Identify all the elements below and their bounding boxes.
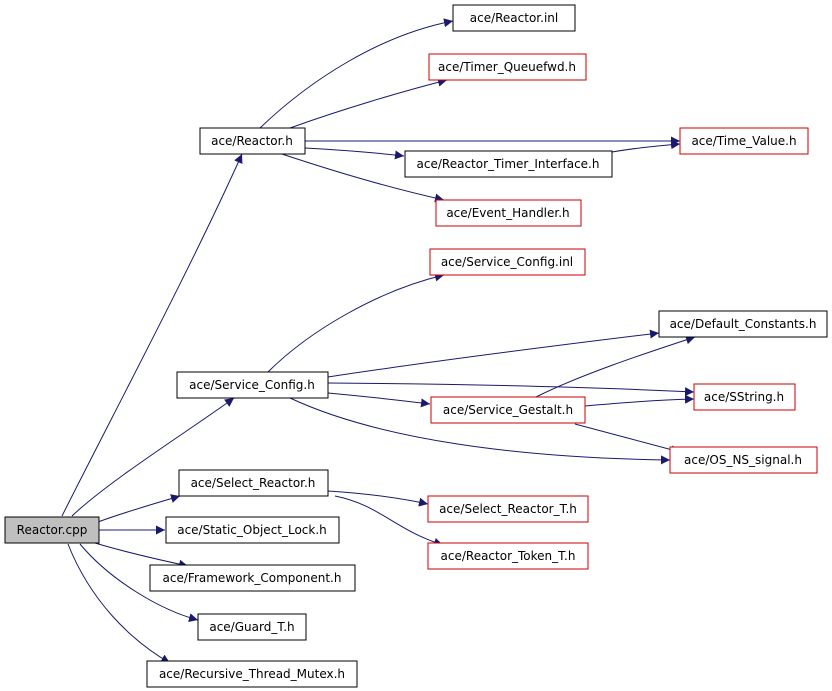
node-label: ace/OS_NS_signal.h — [684, 453, 802, 467]
node-label: ace/Service_Gestalt.h — [443, 403, 573, 417]
node-label: ace/Service_Config.h — [189, 378, 315, 392]
edge-service-config-h-to-sstring-h — [327, 382, 695, 397]
node-time-value-h[interactable]: ace/Time_Value.h — [679, 127, 809, 155]
edge-service-gestalt-h-to-sstring-h — [584, 394, 695, 407]
node-guard-t-h[interactable]: ace/Guard_T.h — [197, 613, 307, 641]
nodes: Reactor.cpp ace/Reactor.inl ace/Timer_Qu… — [4, 4, 828, 688]
edge-reactor-h-to-reactor-inl — [259, 18, 454, 129]
edge-service-config-h-to-default-constants-h — [327, 329, 660, 378]
node-label: ace/Event_Handler.h — [446, 206, 569, 220]
node-label: Reactor.cpp — [17, 523, 88, 537]
edge-reactor-cpp-to-select-reactor-h — [97, 494, 181, 523]
node-static-object-lock-h[interactable]: ace/Static_Object_Lock.h — [165, 516, 340, 544]
node-label: ace/Select_Reactor_T.h — [439, 502, 577, 516]
node-label: ace/Default_Constants.h — [670, 317, 817, 331]
node-timer-queuefwd-h[interactable]: ace/Timer_Queuefwd.h — [428, 53, 587, 81]
node-service-gestalt-h[interactable]: ace/Service_Gestalt.h — [430, 396, 586, 424]
node-reactor-token-t-h[interactable]: ace/Reactor_Token_T.h — [427, 542, 589, 570]
node-service-config-h[interactable]: ace/Service_Config.h — [176, 371, 329, 399]
node-label: ace/Reactor_Timer_Interface.h — [417, 157, 600, 171]
node-label: ace/Static_Object_Lock.h — [177, 523, 327, 537]
node-label: ace/Reactor_Token_T.h — [441, 549, 576, 563]
node-select-reactor-t-h[interactable]: ace/Select_Reactor_T.h — [427, 495, 589, 523]
edge-reactor-cpp-to-framework-component-h — [94, 542, 189, 569]
edge-reactor-cpp-to-recursive-thread-mutex-h — [67, 543, 171, 664]
node-recursive-thread-mutex-h[interactable]: ace/Recursive_Thread_Mutex.h — [146, 660, 358, 688]
node-reactor-timer-interface-h[interactable]: ace/Reactor_Timer_Interface.h — [404, 150, 613, 178]
node-label: ace/Service_Config.inl — [441, 255, 573, 269]
edge-service-gestalt-h-to-os-ns-signal-h — [574, 423, 681, 455]
node-label: ace/Select_Reactor.h — [191, 476, 316, 490]
node-reactor-cpp[interactable]: Reactor.cpp — [4, 516, 100, 544]
node-label: ace/SString.h — [704, 390, 784, 404]
node-reactor-h[interactable]: ace/Reactor.h — [199, 127, 306, 155]
node-label: ace/Timer_Queuefwd.h — [438, 60, 576, 74]
edges — [61, 18, 696, 664]
edge-reactor-cpp-to-service-config-h — [71, 397, 235, 517]
node-label: ace/Reactor.inl — [470, 11, 558, 25]
edge-reactor-h-to-event-handler-h — [281, 153, 445, 203]
edge-service-gestalt-h-to-default-constants-h — [535, 335, 696, 398]
edge-reactor-cpp-to-guard-t-h — [79, 543, 199, 623]
node-label: ace/Framework_Component.h — [163, 571, 342, 585]
edge-service-config-h-to-os-ns-signal-h — [289, 397, 671, 465]
node-os-ns-signal-h[interactable]: ace/OS_NS_signal.h — [669, 446, 818, 474]
edge-reactor-timer-interface-h-to-time-value-h — [611, 140, 681, 153]
node-sstring-h[interactable]: ace/SString.h — [693, 383, 796, 411]
edge-select-reactor-h-to-select-reactor-t-h — [327, 490, 429, 507]
node-label: ace/Reactor.h — [211, 134, 293, 148]
edge-service-config-h-to-service-gestalt-h — [327, 392, 431, 408]
node-default-constants-h[interactable]: ace/Default_Constants.h — [658, 310, 828, 338]
edge-select-reactor-h-to-reactor-token-t-h — [334, 495, 444, 547]
edge-reactor-cpp-to-reactor-h — [61, 153, 243, 517]
node-label: ace/Guard_T.h — [209, 620, 294, 634]
edge-service-config-h-to-service-config-inl — [267, 272, 445, 373]
node-label: ace/Recursive_Thread_Mutex.h — [159, 667, 345, 681]
edge-reactor-h-to-reactor-timer-interface-h — [304, 147, 405, 160]
node-reactor-inl[interactable]: ace/Reactor.inl — [452, 4, 576, 32]
node-select-reactor-h[interactable]: ace/Select_Reactor.h — [178, 469, 329, 497]
node-framework-component-h[interactable]: ace/Framework_Component.h — [149, 564, 356, 592]
node-label: ace/Time_Value.h — [691, 134, 796, 148]
node-service-config-inl[interactable]: ace/Service_Config.inl — [429, 248, 586, 276]
edge-reactor-h-to-timer-queuefwd-h — [289, 77, 448, 129]
node-event-handler-h[interactable]: ace/Event_Handler.h — [435, 199, 582, 227]
